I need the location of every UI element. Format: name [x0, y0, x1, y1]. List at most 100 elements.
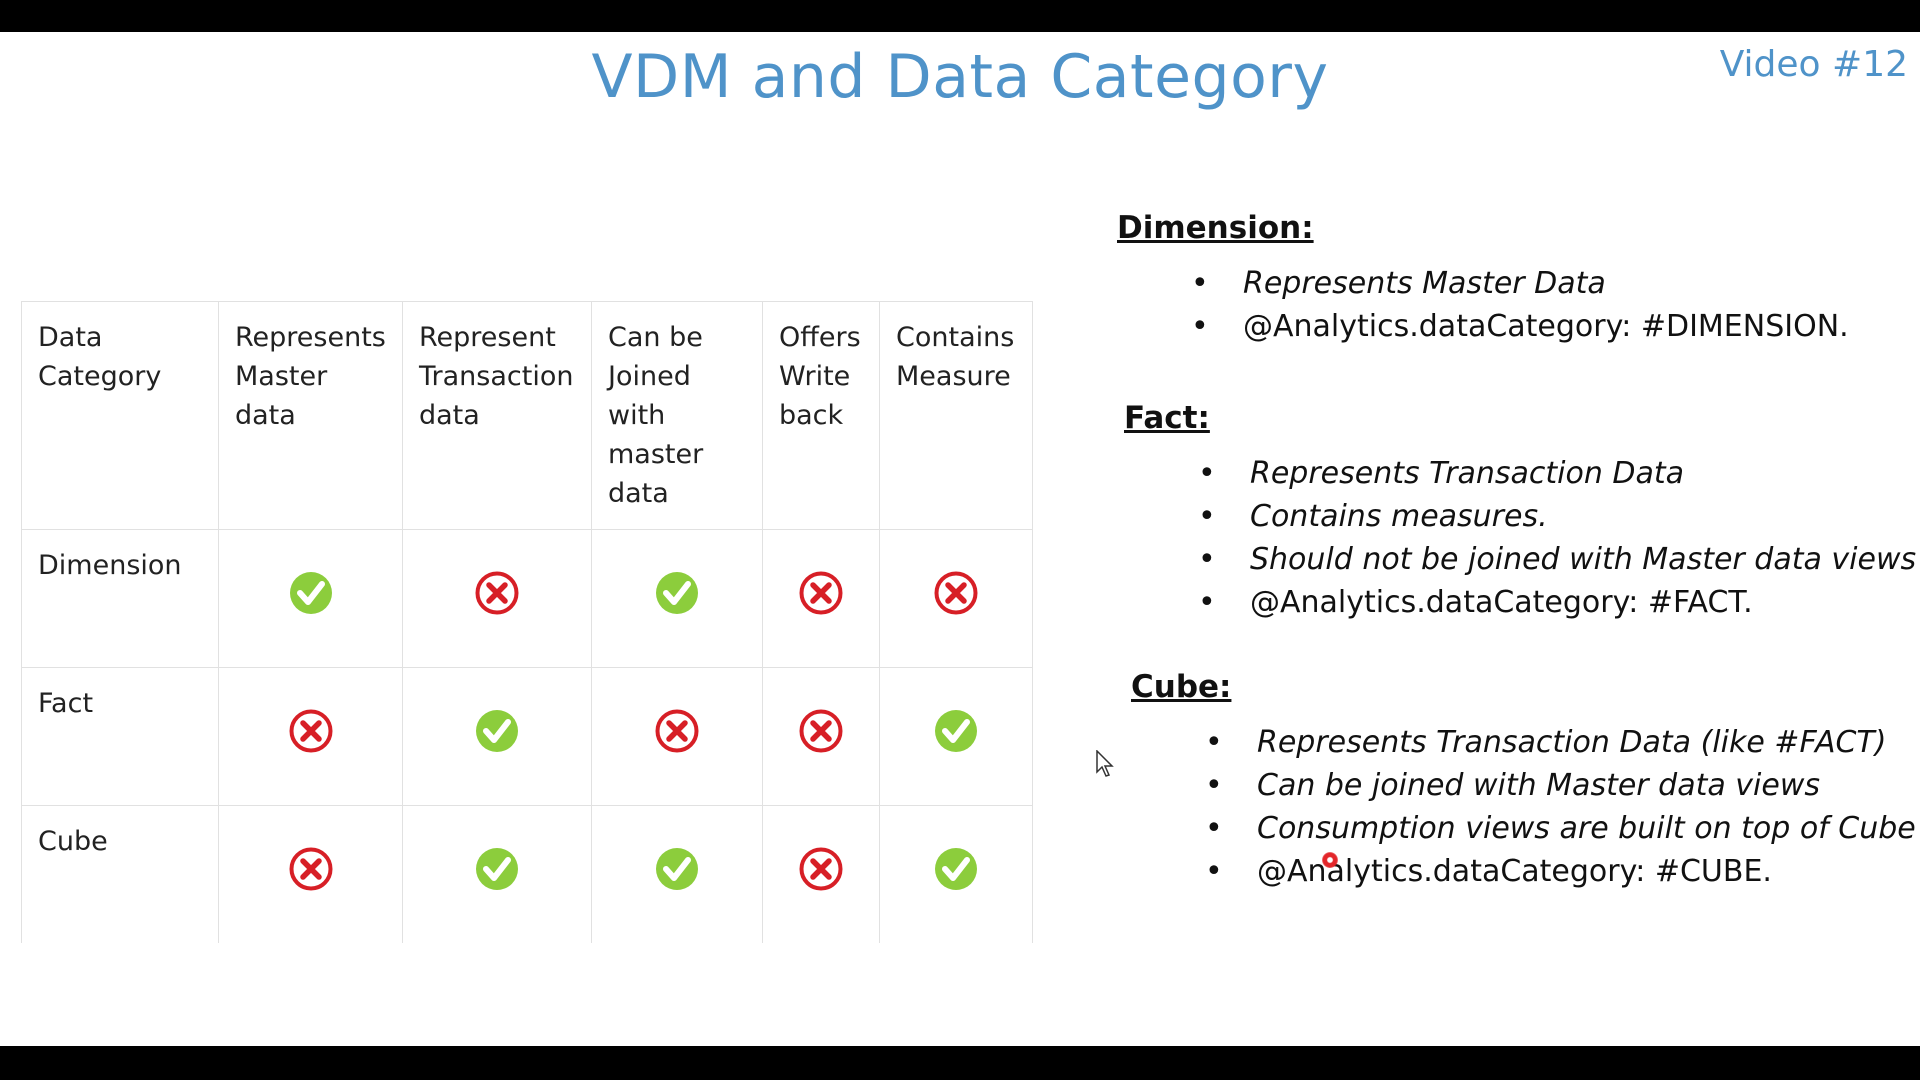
cross-icon [289, 847, 333, 891]
bullet-item: • Should not be joined with Master data v… [1198, 538, 1917, 581]
check-icon [934, 847, 978, 891]
bullet-item: • @Analytics.dataCategory: #DIMENSION. [1191, 305, 1849, 348]
check-icon [475, 847, 519, 891]
cross-icon [475, 571, 519, 615]
column-header-text: Offers [779, 322, 861, 353]
bullet-item: • Represents Transaction Data [1198, 452, 1916, 495]
section-heading: Cube: [1131, 669, 1232, 705]
column-header-text: Data [38, 322, 103, 353]
section-fact: Fact: • Represents Transaction Data • Conta… [1124, 398, 1916, 624]
table-cell [591, 529, 763, 668]
bullet-text: Consumption views are built on top of Cu… [1257, 811, 1916, 846]
row-label: Dimension [21, 529, 219, 668]
column-header-text: Write [779, 361, 851, 392]
column-header-text: back [779, 400, 844, 431]
bullet-text: Can be joined with Master data views [1257, 768, 1820, 803]
bullet-icon: • [1198, 542, 1216, 577]
bullet-text: Should not be joined with Master data vi… [1250, 542, 1917, 577]
section-dimension: Dimension: • Represents Master Data • @Anal… [1117, 208, 1849, 348]
bullet-text: @Analytics.dataCategory: #DIMENSION. [1243, 309, 1849, 344]
bullet-text: Contains measures. [1250, 499, 1548, 534]
check-icon [475, 709, 519, 753]
column-header-text: Measure [896, 361, 1011, 392]
bullet-text: Represents Transaction Data (like #FACT) [1257, 725, 1887, 760]
bullet-text: @Analytics.dataCategory: #FACT. [1250, 585, 1753, 620]
bullet-item: • Can be joined with Master data views [1205, 764, 1916, 807]
laser-pointer-dot [1322, 852, 1338, 868]
bullet-list: • Represents Transaction Data • Contains me… [1198, 452, 1917, 624]
column-header-text: data [235, 400, 296, 431]
table-cell [762, 805, 880, 943]
bullet-item: • Represents Transaction Data (like #FACT… [1205, 721, 1916, 764]
table-cell [402, 529, 592, 668]
column-header-text: Joined [608, 361, 691, 392]
bullet-text: Represents Master Data [1243, 266, 1606, 301]
bullet-icon: • [1191, 309, 1209, 344]
cross-icon [799, 571, 843, 615]
bullet-icon: • [1198, 499, 1216, 534]
column-header-text: with [608, 400, 666, 431]
section-cube: Cube: • Represents Transaction Data (like… [1131, 667, 1916, 893]
cross-icon [289, 709, 333, 753]
table-cell [591, 805, 763, 943]
table-row: Fact [21, 667, 1033, 806]
row-label: Cube [21, 805, 219, 943]
column-header-text: Master [235, 361, 328, 392]
bullet-item: • Consumption views are built on top of C… [1205, 807, 1916, 850]
table-cell [879, 805, 1033, 943]
bullet-item: • Represents Master Data [1191, 262, 1849, 305]
video-letterbox-bottom [0, 1046, 1920, 1080]
cross-icon [799, 709, 843, 753]
cross-icon [799, 847, 843, 891]
column-header-text: data [608, 478, 669, 509]
column-header-text: Can be [608, 322, 703, 353]
bullet-item: • Contains measures. [1198, 495, 1916, 538]
bullet-list: • Represents Master Data • @Analytics.dataC… [1191, 262, 1849, 348]
bullet-icon: • [1191, 266, 1209, 301]
check-icon [934, 709, 978, 753]
table-cell [762, 667, 880, 806]
table-row: Cube [21, 805, 1033, 943]
section-heading: Dimension: [1117, 210, 1314, 246]
column-header-text: Category [38, 361, 162, 392]
bullet-list: • Represents Transaction Data (like #FACT… [1205, 721, 1916, 893]
column-header-text: master [608, 439, 704, 470]
check-icon [655, 847, 699, 891]
row-label: Fact [21, 667, 219, 806]
column-header-text: Transaction [419, 361, 574, 392]
table-cell [879, 529, 1033, 668]
video-number-label: Video #12 [1719, 44, 1908, 85]
table-cell [402, 667, 592, 806]
bullet-icon: • [1198, 456, 1216, 491]
mouse-pointer-icon [1096, 750, 1114, 777]
bullet-text: @Analytics.dataCategory: #CUBE. [1257, 854, 1772, 889]
bullet-icon: • [1205, 768, 1223, 803]
table-cell [879, 667, 1033, 806]
column-header: Can be Joined with master data [591, 301, 763, 530]
table-cell [402, 805, 592, 943]
bullet-item: • @Analytics.dataCategory: #CUBE. [1205, 850, 1916, 893]
cross-icon [934, 571, 978, 615]
bullet-icon: • [1205, 811, 1223, 846]
bullet-text: Represents Transaction Data [1250, 456, 1685, 491]
table-cell [218, 667, 403, 806]
check-icon [655, 571, 699, 615]
check-icon [289, 571, 333, 615]
bullet-icon: • [1205, 854, 1223, 889]
bullet-icon: • [1198, 585, 1216, 620]
column-header-text: Contains [896, 322, 1015, 353]
bullet-icon: • [1205, 725, 1223, 760]
section-heading: Fact: [1124, 400, 1210, 436]
bullet-item: • @Analytics.dataCategory: #FACT. [1198, 581, 1916, 624]
column-header-text: Represents [235, 322, 386, 353]
table-cell [218, 529, 403, 668]
